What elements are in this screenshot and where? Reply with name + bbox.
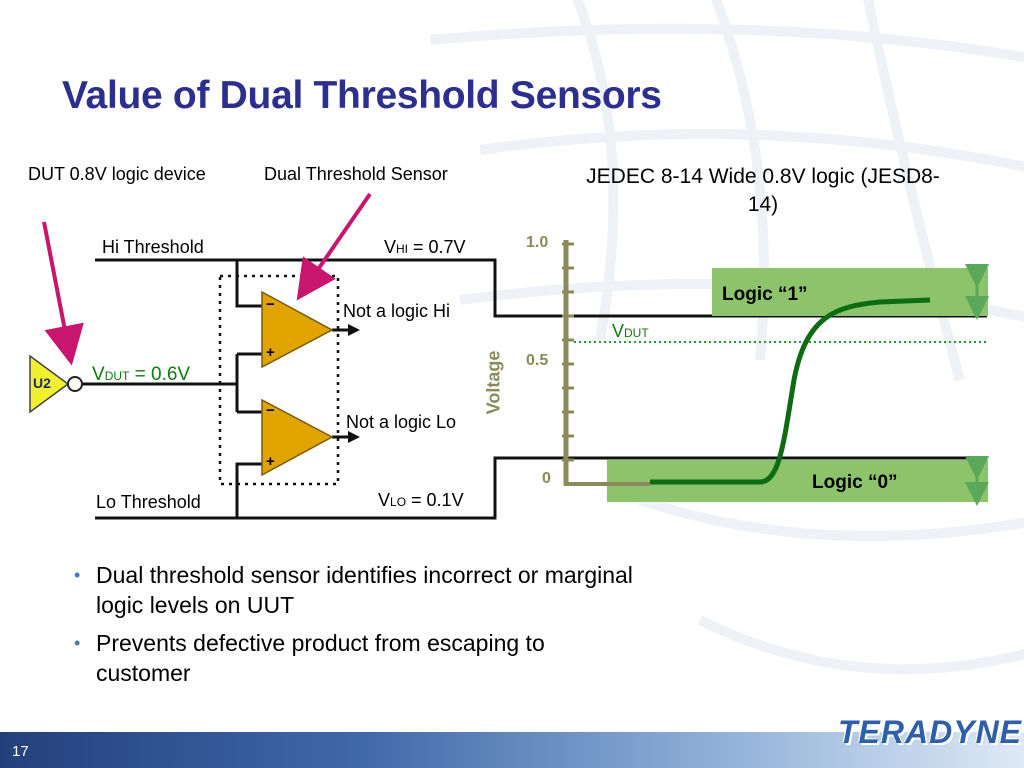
dut-device-label: DUT 0.8V logic device: [28, 164, 206, 184]
logic-high-label: Logic “1”: [722, 284, 808, 305]
bullet-item: •Prevents defective product from escapin…: [74, 630, 545, 686]
bullet-dot-icon: •: [74, 565, 81, 585]
v-lo-label: VLO = 0.1V: [378, 490, 464, 510]
bullet-item: •Dual threshold sensor identifies incorr…: [74, 562, 633, 618]
not-logic-lo-label: Not a logic Lo: [346, 412, 457, 432]
upper-comparator: [261, 290, 334, 369]
sensor-annotation-arrow: [296, 192, 372, 301]
hi-to-upper-minus: [235, 260, 262, 308]
lower-output-arrow: [348, 431, 360, 443]
footer-bar: [0, 732, 1024, 768]
lo-to-lower-plus: [235, 462, 262, 518]
dut-annotation-arrow: [42, 221, 84, 366]
jedec-chart-title: JEDEC 8-14 Wide 0.8V logic (JESD8-14): [586, 165, 940, 216]
upper-plus-sign: +: [266, 344, 275, 361]
vdut-bus: [82, 352, 262, 414]
bullet-list: •Dual threshold sensor identifies incorr…: [74, 560, 644, 696]
page-title: Value of Dual Threshold Sensors: [62, 74, 662, 117]
lo-threshold-wire: [95, 456, 987, 520]
upper-output-arrow: [348, 324, 360, 336]
teradyne-logo: TERADYNE: [838, 714, 1023, 750]
tick-label-0: 0: [542, 470, 551, 487]
lower-comparator: [261, 398, 334, 477]
v-hi-label: VHI = 0.7V: [384, 237, 466, 257]
dual-sensor-label: Dual Threshold Sensor: [264, 164, 448, 184]
dut-device: [29, 354, 70, 414]
device-tag: U2: [33, 375, 51, 391]
logic-low-label: Logic “0”: [812, 472, 898, 493]
not-logic-hi-label: Not a logic Hi: [343, 301, 451, 321]
axis-ticks: [562, 242, 574, 462]
vdut-chart-label: VDUT: [612, 321, 649, 341]
lower-plus-sign: +: [266, 453, 275, 470]
page-number: 17: [12, 743, 29, 760]
v-dut-label: VDUT = 0.6V: [92, 364, 191, 385]
logic-transition-curve: [650, 297, 931, 485]
lo-threshold-label: Lo Threshold: [96, 492, 201, 512]
tick-label-1: 1.0: [526, 234, 549, 251]
sensor-enclosure: [218, 274, 340, 486]
voltage-axis-label: Voltage: [483, 350, 504, 415]
tick-label-0-5: 0.5: [526, 352, 549, 369]
dut-output-bubble: [67, 376, 83, 392]
lower-minus-sign: −: [266, 402, 275, 419]
upper-minus-sign: −: [266, 296, 275, 313]
hi-threshold-label: Hi Threshold: [102, 237, 204, 257]
bullet-dot-icon: •: [74, 633, 81, 653]
